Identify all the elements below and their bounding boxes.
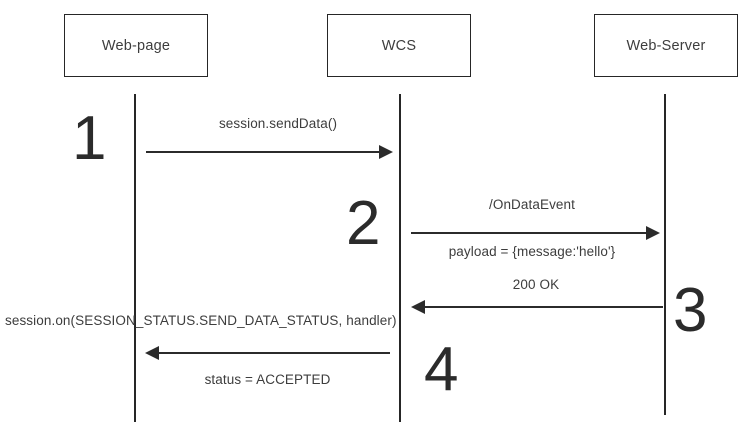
message-arrow-4 [159,352,390,355]
step-number-1: 1 [72,104,107,173]
participant-box-web-server[interactable]: Web-Server [594,14,738,77]
step-number-3: 3 [673,276,708,345]
message-arrow-3 [425,306,663,309]
participant-box-wcs[interactable]: WCS [327,14,471,77]
participant-label-web-server: Web-Server [626,37,706,54]
message-label-4-below: status = ACCEPTED [204,372,331,387]
lifeline-wcs [399,94,401,422]
message-label-3-above: 200 OK [512,277,560,292]
message-label-2-above: /OnDataEvent [489,197,575,212]
step-number-2: 2 [346,189,381,258]
message-arrow-2 [411,232,646,235]
participant-label-wcs: WCS [381,37,417,54]
arrow-head-icon-3 [411,300,425,314]
participant-box-web-page[interactable]: Web-page [64,14,208,77]
message-arrow-1 [146,151,379,154]
arrow-head-icon-4 [145,346,159,360]
arrow-head-icon-2 [646,226,660,240]
lifeline-web-page [134,94,136,422]
message-label-1-above: session.sendData() [218,116,338,131]
message-label-4-above: session.on(SESSION_STATUS.SEND_DATA_STAT… [5,313,397,328]
step-number-4: 4 [424,335,459,404]
participant-label-web-page: Web-page [101,37,171,54]
arrow-head-icon-1 [379,145,393,159]
message-label-2-below: payload = {message:'hello'} [448,244,616,259]
lifeline-web-server [664,94,666,415]
